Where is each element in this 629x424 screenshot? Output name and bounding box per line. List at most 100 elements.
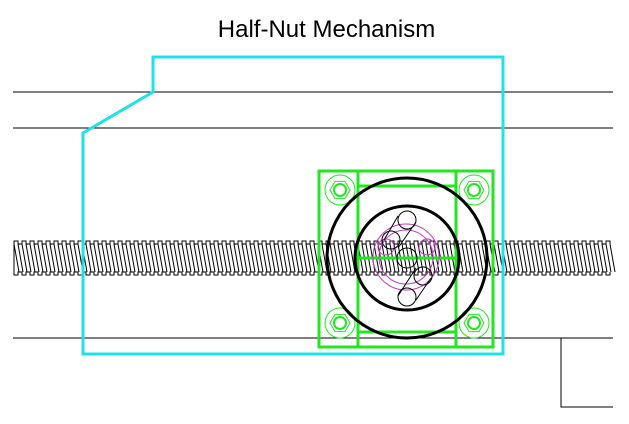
cam-pin-right bbox=[418, 238, 436, 256]
link-pin-bottom bbox=[397, 287, 417, 307]
thread-flank bbox=[297, 243, 304, 273]
thread-flank bbox=[97, 243, 104, 273]
bolt-hex bbox=[463, 313, 485, 333]
thread-flank bbox=[145, 243, 152, 273]
thread-flank bbox=[189, 243, 196, 273]
bolts bbox=[324, 174, 490, 339]
thread-flank bbox=[609, 243, 616, 273]
bolt-icon bbox=[324, 307, 356, 339]
thread-flank bbox=[349, 243, 356, 273]
thread-crest-top bbox=[13, 240, 611, 245]
thread-flank bbox=[461, 243, 468, 273]
thread-flank bbox=[41, 243, 48, 273]
bolt-shank bbox=[333, 183, 347, 197]
bolt-washer bbox=[324, 174, 356, 206]
thread-flank bbox=[17, 243, 24, 273]
thread-crest-bottom bbox=[13, 271, 611, 276]
thread-flank bbox=[473, 243, 480, 273]
rails bbox=[13, 91, 613, 408]
bolt-washer bbox=[458, 174, 490, 206]
thread-flank bbox=[229, 243, 236, 273]
thread-flank bbox=[137, 243, 144, 273]
thread-flank bbox=[261, 243, 268, 273]
thread-flank bbox=[157, 243, 164, 273]
thread-flank bbox=[149, 243, 156, 273]
thread-flank bbox=[277, 243, 284, 273]
thread-flank bbox=[265, 243, 272, 273]
half-nut-cam bbox=[372, 223, 440, 291]
thread-flank bbox=[177, 243, 184, 273]
nut-body bbox=[325, 176, 489, 340]
thread-flank bbox=[49, 243, 56, 273]
thread-flank bbox=[193, 243, 200, 273]
thread-flank bbox=[585, 243, 592, 273]
thread-flank bbox=[341, 243, 348, 273]
thread-flank bbox=[561, 243, 568, 273]
thread-flank bbox=[61, 243, 68, 273]
thread-flank bbox=[269, 243, 276, 273]
bolt-washer bbox=[324, 307, 356, 339]
lever-linkage bbox=[381, 210, 433, 307]
thread-flank bbox=[165, 243, 172, 273]
bolt-hex bbox=[463, 180, 485, 200]
thread-flank bbox=[53, 243, 60, 273]
thread-flank bbox=[221, 243, 228, 273]
thread-flank bbox=[541, 243, 548, 273]
thread-flank bbox=[121, 243, 128, 273]
bolt-washer bbox=[458, 307, 490, 339]
bolt-icon bbox=[458, 307, 490, 339]
thread-flank bbox=[577, 243, 584, 273]
bolt-icon bbox=[458, 174, 490, 206]
thread-flank bbox=[273, 243, 280, 273]
cam-pin-left bbox=[377, 238, 395, 256]
thread-flank bbox=[185, 243, 192, 273]
thread-flank bbox=[89, 243, 96, 273]
bracket bbox=[560, 338, 613, 408]
thread-flank bbox=[337, 243, 344, 273]
link-pin-top bbox=[397, 210, 417, 230]
thread-flank bbox=[225, 243, 232, 273]
thread-flank bbox=[73, 243, 80, 273]
thread-flank bbox=[37, 243, 44, 273]
thread-flank bbox=[33, 243, 40, 273]
thread-flank bbox=[537, 243, 544, 273]
bolt-hex bbox=[329, 180, 351, 200]
thread-flank bbox=[553, 243, 560, 273]
link-center bbox=[396, 247, 418, 269]
thread-flank bbox=[117, 243, 124, 273]
thread-flank bbox=[521, 243, 528, 273]
thread-flank bbox=[465, 243, 472, 273]
thread-flank bbox=[529, 243, 536, 273]
thread-flank bbox=[133, 243, 140, 273]
thread-flank bbox=[153, 243, 160, 273]
thread-flank bbox=[65, 243, 72, 273]
thread-flank bbox=[29, 243, 36, 273]
bolt-shank bbox=[467, 183, 481, 197]
link-arm-d bbox=[415, 277, 432, 301]
thread-flank bbox=[205, 243, 212, 273]
thread-flank bbox=[85, 243, 92, 273]
thread-flank bbox=[109, 243, 116, 273]
thread-flank bbox=[517, 243, 524, 273]
thread-flank bbox=[549, 243, 556, 273]
carriage-housing bbox=[81, 55, 505, 356]
thread-flank bbox=[581, 243, 588, 273]
link-arm-b bbox=[397, 221, 417, 249]
thread-flank bbox=[593, 243, 600, 273]
link-pin-upper-left bbox=[381, 230, 401, 250]
thread-flank bbox=[237, 243, 244, 273]
thread-flank bbox=[605, 243, 612, 273]
link-arm-a bbox=[383, 215, 399, 241]
lead-screw bbox=[13, 240, 616, 276]
thread-flank bbox=[309, 243, 316, 273]
thread-flank bbox=[181, 243, 188, 273]
thread-flank bbox=[209, 243, 216, 273]
link-arm-c bbox=[397, 267, 417, 297]
thread-flank bbox=[217, 243, 224, 273]
bolt-shank bbox=[333, 316, 347, 330]
plate-outline bbox=[317, 169, 495, 349]
thread-flank bbox=[557, 243, 564, 273]
thread-flank bbox=[25, 243, 32, 273]
thread-flank bbox=[533, 243, 540, 273]
